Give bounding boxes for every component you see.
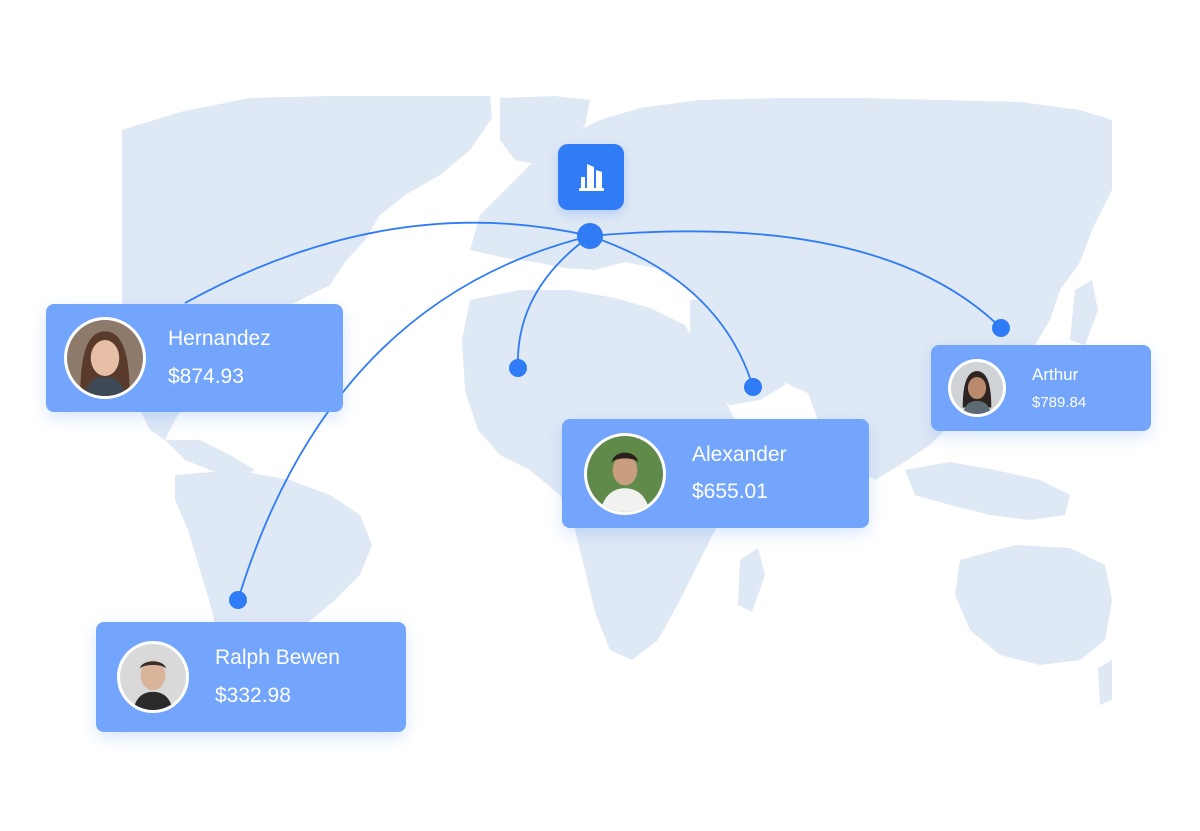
female-avatar-icon: [951, 362, 1003, 414]
connection-east-asia: [589, 230, 1002, 329]
customer-amount: $874.93: [168, 365, 244, 388]
customer-card-arthur[interactable]: Arthur $789.84: [931, 345, 1151, 431]
customer-card-alexander[interactable]: Alexander $655.01: [562, 419, 869, 528]
customer-info: Alexander $655.01: [692, 443, 787, 504]
australia-landmass: [955, 545, 1112, 665]
connection-arabia: [589, 235, 754, 388]
node-dot-south-america: [229, 591, 247, 609]
madagascar-landmass: [738, 548, 765, 612]
customer-amount: $789.84: [1032, 394, 1087, 411]
hub-dot: [577, 223, 603, 249]
avatar: [584, 432, 666, 515]
customer-name: Arthur: [1032, 365, 1079, 384]
central-america-landmass: [165, 440, 255, 478]
customer-info: Hernandez $874.93: [168, 327, 271, 389]
customer-info: Arthur $789.84: [1032, 365, 1086, 411]
customer-card-hernandez[interactable]: Hernandez $874.93: [46, 304, 343, 412]
headquarters-badge: [558, 144, 624, 210]
customer-card-ralph-bewen[interactable]: Ralph Bewen $332.98: [96, 622, 406, 732]
node-dot-arabia: [744, 378, 762, 396]
male-avatar-icon: [120, 644, 186, 710]
node-dot-west-africa: [509, 359, 527, 377]
greenland-landmass: [500, 96, 590, 165]
connection-north-america: [184, 221, 591, 304]
customer-info: Ralph Bewen $332.98: [215, 646, 340, 708]
building-icon: [579, 164, 604, 191]
node-dot-east-asia: [992, 319, 1010, 337]
avatar: [948, 359, 1006, 417]
new-zealand-landmass: [1098, 660, 1112, 705]
japan-landmass: [1070, 280, 1098, 345]
female-avatar-icon: [67, 320, 143, 396]
customer-name: Alexander: [692, 443, 787, 466]
customer-name: Hernandez: [168, 327, 271, 350]
india-landmass: [800, 335, 880, 445]
male-avatar-icon: [587, 435, 663, 512]
southeast-asia-landmass: [905, 462, 1070, 520]
customer-amount: $655.01: [692, 480, 768, 503]
connection-west-africa: [517, 235, 591, 369]
customer-name: Ralph Bewen: [215, 646, 340, 669]
avatar: [117, 641, 189, 713]
avatar: [64, 317, 146, 399]
customer-amount: $332.98: [215, 684, 291, 707]
connection-south-america: [237, 235, 591, 601]
